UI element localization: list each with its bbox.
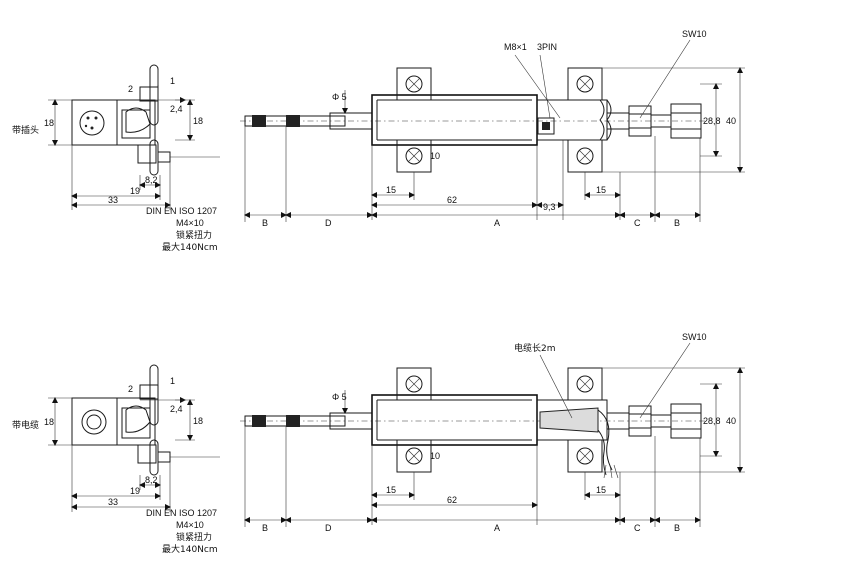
type-label-cable: 带电缆	[12, 419, 39, 431]
front-view-cable: Φ 5 电缆长2m	[240, 332, 745, 533]
rod-end-fitting	[670, 103, 702, 139]
dim-h288: 28,8	[703, 416, 721, 426]
dim-body: 62	[447, 195, 457, 205]
dim-right-clamp: 15	[596, 185, 606, 195]
sensor-housing	[371, 394, 538, 446]
view-plug: 带插头 18 1	[12, 29, 745, 253]
note-torque-label: 锁紧扭力	[176, 531, 212, 543]
dim-left-clamp: 15	[386, 185, 396, 195]
note-screw: M4×10	[176, 218, 204, 228]
dim-height-block: 18	[44, 118, 54, 128]
dim-body: 62	[447, 495, 457, 505]
dim-top-gap: 1	[170, 376, 175, 386]
dim-height-inner: 18	[193, 116, 203, 126]
cable-block	[71, 397, 118, 446]
connector-block	[71, 99, 118, 146]
m8-connector-icon	[79, 110, 105, 136]
label-cable: 电缆长2m	[514, 342, 556, 354]
label-connector: M8×1	[504, 42, 527, 52]
clamp-top-left	[396, 367, 432, 401]
label-pins: 3PIN	[537, 42, 557, 52]
clamp-top-right	[567, 367, 603, 401]
m8-plug	[537, 117, 555, 135]
sensor-housing	[371, 94, 538, 146]
letter-b-right: B	[674, 523, 680, 533]
dim-rod-dia: Φ 5	[332, 92, 347, 102]
dim-tab: 2	[128, 84, 133, 94]
letter-a: A	[494, 218, 500, 228]
label-wrench: SW10	[682, 29, 707, 39]
dim-offset: 8,2	[145, 475, 158, 485]
dim-total: 33	[108, 195, 118, 205]
dim-h288: 28,8	[703, 116, 721, 126]
dim-rod-dia: Φ 5	[332, 392, 347, 402]
dim-left-clamp: 15	[386, 485, 396, 495]
label-wrench: SW10	[682, 332, 707, 342]
letter-d: D	[325, 218, 332, 228]
note-screw: M4×10	[176, 520, 204, 530]
letter-b-left: B	[262, 218, 268, 228]
clamp-slot-top	[149, 64, 159, 126]
rod-end-fitting	[670, 403, 702, 439]
note-std: DIN EN ISO 1207	[146, 206, 217, 216]
clamp-top-right	[567, 67, 603, 101]
dim-top-gap: 1	[170, 76, 175, 86]
note-torque-value: 最大140Ncm	[162, 543, 218, 555]
dim-height-inner: 18	[193, 416, 203, 426]
dim-base: 19	[130, 486, 140, 496]
type-label-plug: 带插头	[12, 124, 39, 136]
letter-b-left: B	[262, 523, 268, 533]
side-view-cable: 带电缆 18 1 2 2,4 18	[12, 364, 220, 555]
dim-width-small: 2,4	[170, 104, 183, 114]
view-cable: 带电缆 18 1 2 2,4 18	[12, 332, 745, 555]
dim-tab: 2	[128, 384, 133, 394]
letter-b-right: B	[674, 218, 680, 228]
dim-right-clamp: 15	[596, 485, 606, 495]
dim-h40: 40	[726, 416, 736, 426]
clamp-top-left	[396, 67, 432, 101]
dim-clamp: 10	[430, 451, 440, 461]
dim-h40: 40	[726, 116, 736, 126]
dim-total: 33	[108, 497, 118, 507]
cable-gland-icon	[81, 409, 107, 435]
dim-clamp: 10	[430, 151, 440, 161]
letter-d: D	[325, 523, 332, 533]
note-torque-label: 锁紧扭力	[176, 229, 212, 241]
front-view-plug: Φ 5 M8×1 3PIN	[240, 29, 745, 228]
dim-width-small: 2,4	[170, 404, 183, 414]
letter-c: C	[634, 218, 641, 228]
letter-c: C	[634, 523, 641, 533]
side-view-plug: 带插头 18 1	[12, 64, 220, 253]
dim-offset: 8,2	[145, 175, 158, 185]
note-std: DIN EN ISO 1207	[146, 508, 217, 518]
dim-base: 19	[130, 186, 140, 196]
dim-height-block: 18	[44, 417, 54, 427]
cable-exit	[539, 407, 599, 433]
letter-a: A	[494, 523, 500, 533]
note-torque-value: 最大140Ncm	[162, 241, 218, 253]
dim-offset-93: 9,3	[543, 202, 556, 212]
body-profile	[125, 107, 151, 133]
